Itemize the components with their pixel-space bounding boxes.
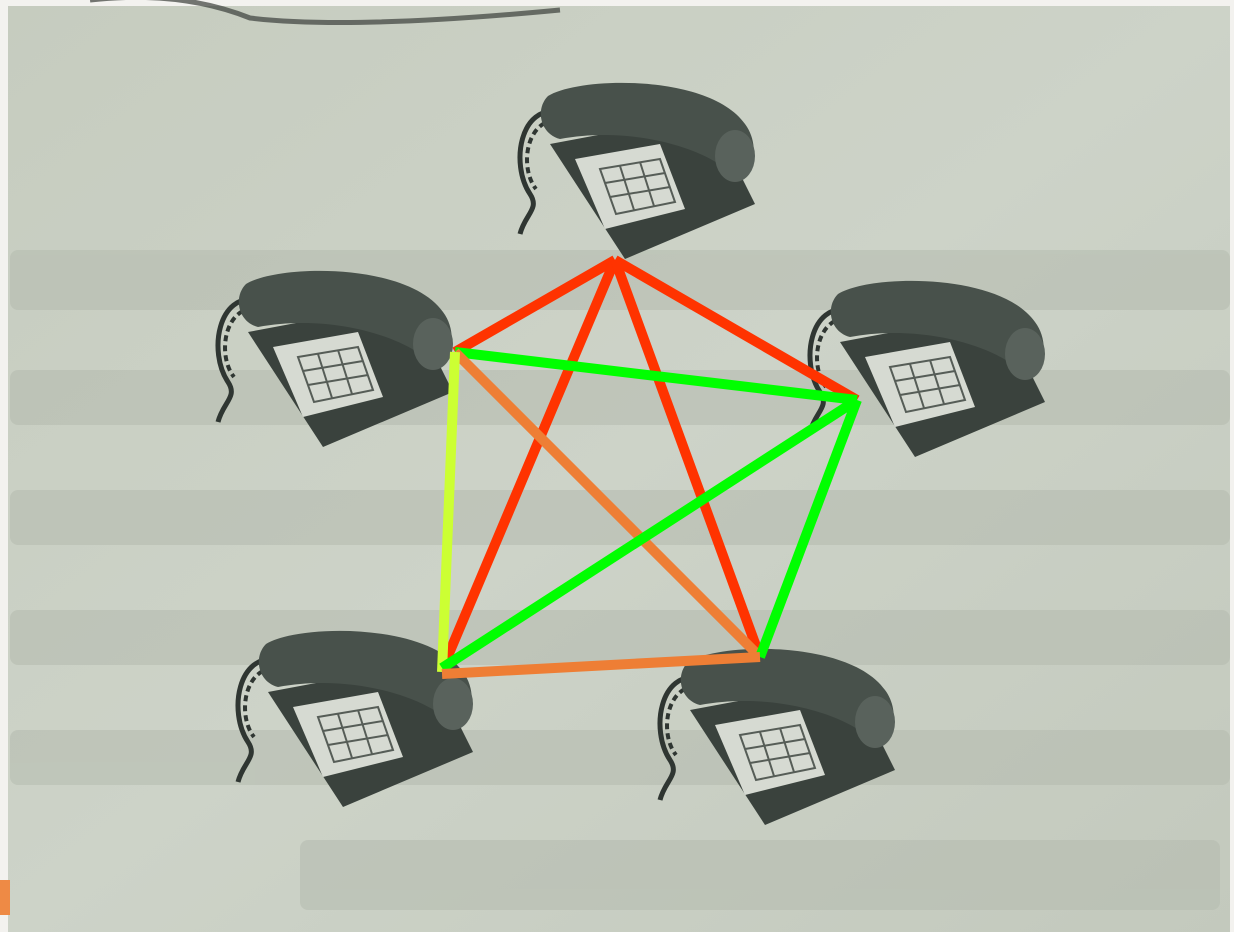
corner-marker <box>0 880 10 915</box>
